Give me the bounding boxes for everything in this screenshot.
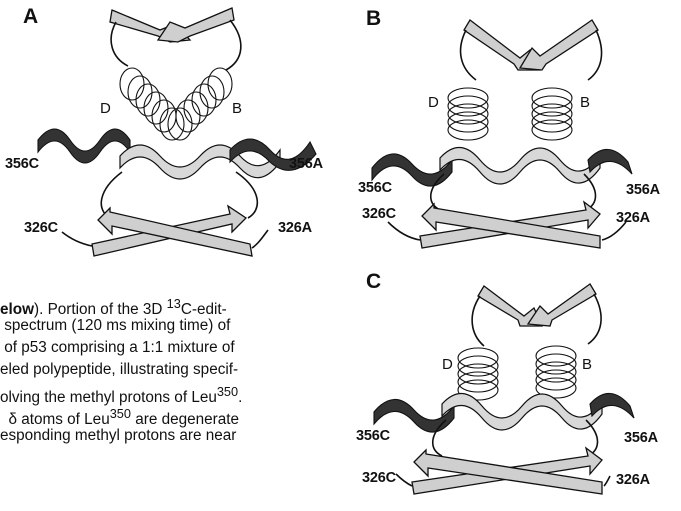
caption-line-1: elow). Portion of the 3D 13C-edit-: [0, 293, 348, 315]
panel-a-res-356a: 356A: [289, 156, 323, 172]
panel-b-lower-helix: [372, 147, 632, 186]
caption-line-6: δ atoms of Leu350 are degenerate: [0, 403, 348, 425]
panel-c-res-356a: 356A: [624, 430, 658, 446]
panel-a-helix-b-label: B: [232, 100, 242, 117]
panel-b-helix-d: [448, 88, 488, 140]
panel-b-res-356c: 356C: [358, 180, 392, 196]
caption-line-3: of p53 comprising a 1:1 mixture of: [0, 337, 348, 359]
panel-b-letter: B: [366, 7, 381, 31]
panel-c-helix-d-label: D: [442, 356, 453, 373]
panel-c-res-356c: 356C: [356, 428, 390, 444]
panel-b-helix-b: [532, 88, 572, 140]
panel-c-top-sheet: [472, 284, 601, 346]
panel-a-helix-d: [120, 68, 184, 140]
panel-a-helix-d-label: D: [100, 100, 111, 117]
panel-a-res-326a: 326A: [278, 220, 312, 236]
panel-b-res-326c: 326C: [362, 206, 396, 222]
caption-line-7: esponding methyl protons are near: [0, 425, 348, 447]
panel-a-helix-b: [168, 68, 232, 140]
panel-c-res-326c: 326C: [362, 470, 396, 486]
panel-b-res-356a: 356A: [626, 182, 660, 198]
panel-a-top-sheet: [110, 8, 241, 70]
panel-b-top-sheet: [461, 20, 602, 80]
panel-b-helix-b-label: B: [580, 94, 590, 111]
panel-a-bottom-sheet: [62, 172, 268, 256]
panel-a-res-326c: 326C: [24, 220, 58, 236]
panel-c-helix-b-label: B: [582, 356, 592, 373]
caption-line-5: olving the methyl protons of Leu350.: [0, 381, 348, 403]
panel-c-res-326a: 326A: [616, 472, 650, 488]
panel-c-helix-d: [458, 348, 498, 400]
caption-line-4: eled polypeptide, illustrating specif-: [0, 359, 348, 381]
caption-line-2: spectrum (120 ms mixing time) of: [0, 315, 348, 337]
panel-b-res-326a: 326A: [616, 210, 650, 226]
panel-c-lower-helix: [374, 393, 634, 432]
panel-a-lower-helix: [38, 129, 316, 179]
figure-caption: elow). Portion of the 3D 13C-edit- spect…: [0, 293, 348, 447]
panel-c-helix-b: [536, 346, 576, 398]
panel-a-res-356c: 356C: [5, 156, 39, 172]
panel-b-helix-d-label: D: [428, 94, 439, 111]
panel-c-letter: C: [366, 270, 381, 294]
